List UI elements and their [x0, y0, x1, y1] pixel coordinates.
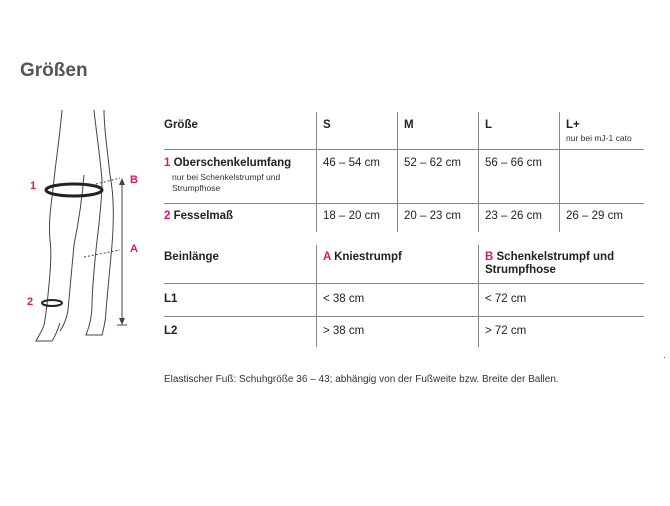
- value-fessel-l: 23 – 26 cm: [485, 210, 542, 222]
- stray-mark: .: [663, 350, 666, 361]
- length-row-l1-a: < 38 cm: [323, 293, 365, 305]
- diagram-label-2: 2: [27, 296, 33, 308]
- length-row-l1-label: L1: [164, 293, 178, 305]
- diagram-label-b: B: [130, 174, 138, 186]
- row-label-fesselmass: Fesselmaß: [173, 210, 234, 222]
- page-title: Größen: [20, 60, 88, 81]
- footnote: Elastischer Fuß: Schuhgröße 36 – 43; abh…: [164, 374, 559, 385]
- row-label-oberschenkelumfang: Oberschenkelumfang: [173, 157, 292, 169]
- length-header-b-text: Schenkelstrumpf und Strumpfhose: [485, 251, 615, 276]
- value-fessel-s: 18 – 20 cm: [323, 210, 380, 222]
- row-oberschenkel-note: nur bei Schenkelstrumpf und Strumpfhose: [172, 172, 281, 193]
- value-fessel-m: 20 – 23 cm: [404, 210, 461, 222]
- size-header-label: Größe: [164, 119, 198, 131]
- row-oberschenkel-label: 1 Oberschenkelumfang: [164, 157, 291, 170]
- size-header-m: M: [404, 119, 414, 131]
- left-leg-outline: [35, 109, 63, 342]
- diagram-label-a: A: [130, 243, 138, 255]
- length-header-b: B Schenkelstrumpf und Strumpfhose: [485, 251, 635, 277]
- length-row-l2-label: L2: [164, 325, 178, 337]
- thigh-measurement-band: [44, 182, 104, 198]
- size-header-s: S: [323, 119, 331, 131]
- left-leg-inner: [59, 174, 85, 332]
- length-arrow-head-top: [119, 178, 125, 185]
- diagram-label-1: 1: [30, 180, 36, 192]
- row-number-2: 2: [164, 210, 171, 222]
- length-header-a-text: Kniestrumpf: [334, 251, 402, 263]
- length-arrow-head-bottom: [119, 318, 125, 325]
- length-header-label: Beinlänge: [164, 251, 219, 263]
- size-header-lplus: L+: [566, 119, 580, 131]
- ankle-measurement-band: [41, 299, 63, 307]
- row-fessel-label: 2 Fesselmaß: [164, 210, 233, 223]
- row-number-1: 1: [164, 157, 171, 169]
- length-row-l2-b: > 72 cm: [485, 325, 527, 337]
- value-oberschenkel-l: 56 – 66 cm: [485, 157, 542, 169]
- value-oberschenkel-m: 52 – 62 cm: [404, 157, 461, 169]
- length-header-a-letter: A: [323, 251, 331, 263]
- right-leg-outline: [85, 109, 114, 336]
- length-row-l2-a: > 38 cm: [323, 325, 365, 337]
- size-header-l: L: [485, 119, 493, 131]
- b-marker-line: [91, 177, 121, 186]
- value-oberschenkel-s: 46 – 54 cm: [323, 157, 380, 169]
- value-fessel-lplus: 26 – 29 cm: [566, 210, 623, 222]
- length-row-l1-b: < 72 cm: [485, 293, 527, 305]
- length-header-a: A Kniestrumpf: [323, 251, 402, 264]
- length-header-b-letter: B: [485, 251, 494, 263]
- a-marker-line: [83, 249, 121, 258]
- leg-measurement-diagram: 1 2 B A: [27, 109, 138, 342]
- size-header-lplus-note: nur bei mJ-1 cato: [566, 133, 632, 143]
